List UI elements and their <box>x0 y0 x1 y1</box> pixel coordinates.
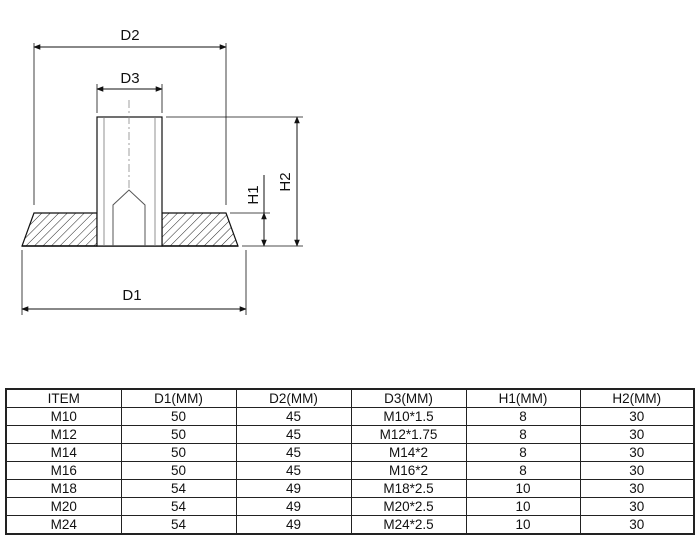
cell-item: M16 <box>5 461 122 480</box>
header-d1: D1(MM) <box>120 388 237 408</box>
table-row: M12 50 45 M12*1.75 8 30 <box>5 425 695 444</box>
cell-d3: M20*2.5 <box>350 497 467 516</box>
cell-d3: M10*1.5 <box>350 407 467 426</box>
cell-d2: 49 <box>235 497 352 516</box>
cell-d3: M18*2.5 <box>350 479 467 498</box>
header-h1: H1(MM) <box>465 388 581 408</box>
cell-h1: 10 <box>465 497 581 516</box>
label-d3: D3 <box>120 70 139 87</box>
table-row: M16 50 45 M16*2 8 30 <box>5 461 695 480</box>
cell-h2: 30 <box>579 479 695 498</box>
cell-d1: 50 <box>120 443 237 462</box>
table-row: M24 54 49 M24*2.5 10 30 <box>5 515 695 535</box>
cell-d2: 45 <box>235 461 352 480</box>
table-row: M20 54 49 M20*2.5 10 30 <box>5 497 695 516</box>
cell-item: M24 <box>5 515 122 535</box>
table-row: M10 50 45 M10*1.5 8 30 <box>5 407 695 426</box>
cell-d3: M12*1.75 <box>350 425 467 444</box>
cell-h1: 8 <box>465 407 581 426</box>
cell-d2: 49 <box>235 479 352 498</box>
cell-d3: M14*2 <box>350 443 467 462</box>
cell-item: M10 <box>5 407 122 426</box>
label-d2: D2 <box>120 27 139 44</box>
dimension-d2: D2 <box>33 27 227 50</box>
cell-h2: 30 <box>579 425 695 444</box>
cell-h2: 30 <box>579 443 695 462</box>
cell-item: M20 <box>5 497 122 516</box>
cell-h2: 30 <box>579 407 695 426</box>
cell-h2: 30 <box>579 497 695 516</box>
table-row: M14 50 45 M14*2 8 30 <box>5 443 695 462</box>
spec-table: ITEM D1(MM) D2(MM) D3(MM) H1(MM) H2(MM) … <box>5 388 695 535</box>
label-h1: H1 <box>245 185 262 204</box>
cell-h1: 10 <box>465 479 581 498</box>
cell-item: M18 <box>5 479 122 498</box>
cell-d2: 49 <box>235 515 352 535</box>
table-header-row: ITEM D1(MM) D2(MM) D3(MM) H1(MM) H2(MM) <box>5 388 695 408</box>
cell-item: M14 <box>5 443 122 462</box>
cell-d1: 50 <box>120 425 237 444</box>
table-row: M18 54 49 M18*2.5 10 30 <box>5 479 695 498</box>
header-d3: D3(MM) <box>350 388 467 408</box>
cell-d1: 54 <box>120 497 237 516</box>
cell-h1: 8 <box>465 425 581 444</box>
cell-h2: 30 <box>579 515 695 535</box>
cell-d2: 45 <box>235 407 352 426</box>
cell-h2: 30 <box>579 461 695 480</box>
cell-d2: 45 <box>235 443 352 462</box>
cell-d3: M24*2.5 <box>350 515 467 535</box>
header-h2: H2(MM) <box>579 388 695 408</box>
cell-d2: 45 <box>235 425 352 444</box>
cell-item: M12 <box>5 425 122 444</box>
cell-d1: 50 <box>120 461 237 480</box>
cell-d3: M16*2 <box>350 461 467 480</box>
dimension-h1: H1 <box>245 175 267 247</box>
cell-d1: 54 <box>120 515 237 535</box>
cell-h1: 8 <box>465 461 581 480</box>
dimension-h2: H2 <box>277 116 300 247</box>
header-d2: D2(MM) <box>235 388 352 408</box>
dimension-d1: D1 <box>21 287 247 312</box>
label-h2: H2 <box>277 172 294 191</box>
threaded-stud <box>96 100 163 247</box>
cell-d1: 54 <box>120 479 237 498</box>
cell-h1: 10 <box>465 515 581 535</box>
label-d1: D1 <box>122 287 141 304</box>
technical-drawing: D2 D3 H1 H2 D1 <box>21 27 303 315</box>
header-item: ITEM <box>5 388 122 408</box>
cell-h1: 8 <box>465 443 581 462</box>
dimension-d3: D3 <box>96 70 163 92</box>
cell-d1: 50 <box>120 407 237 426</box>
